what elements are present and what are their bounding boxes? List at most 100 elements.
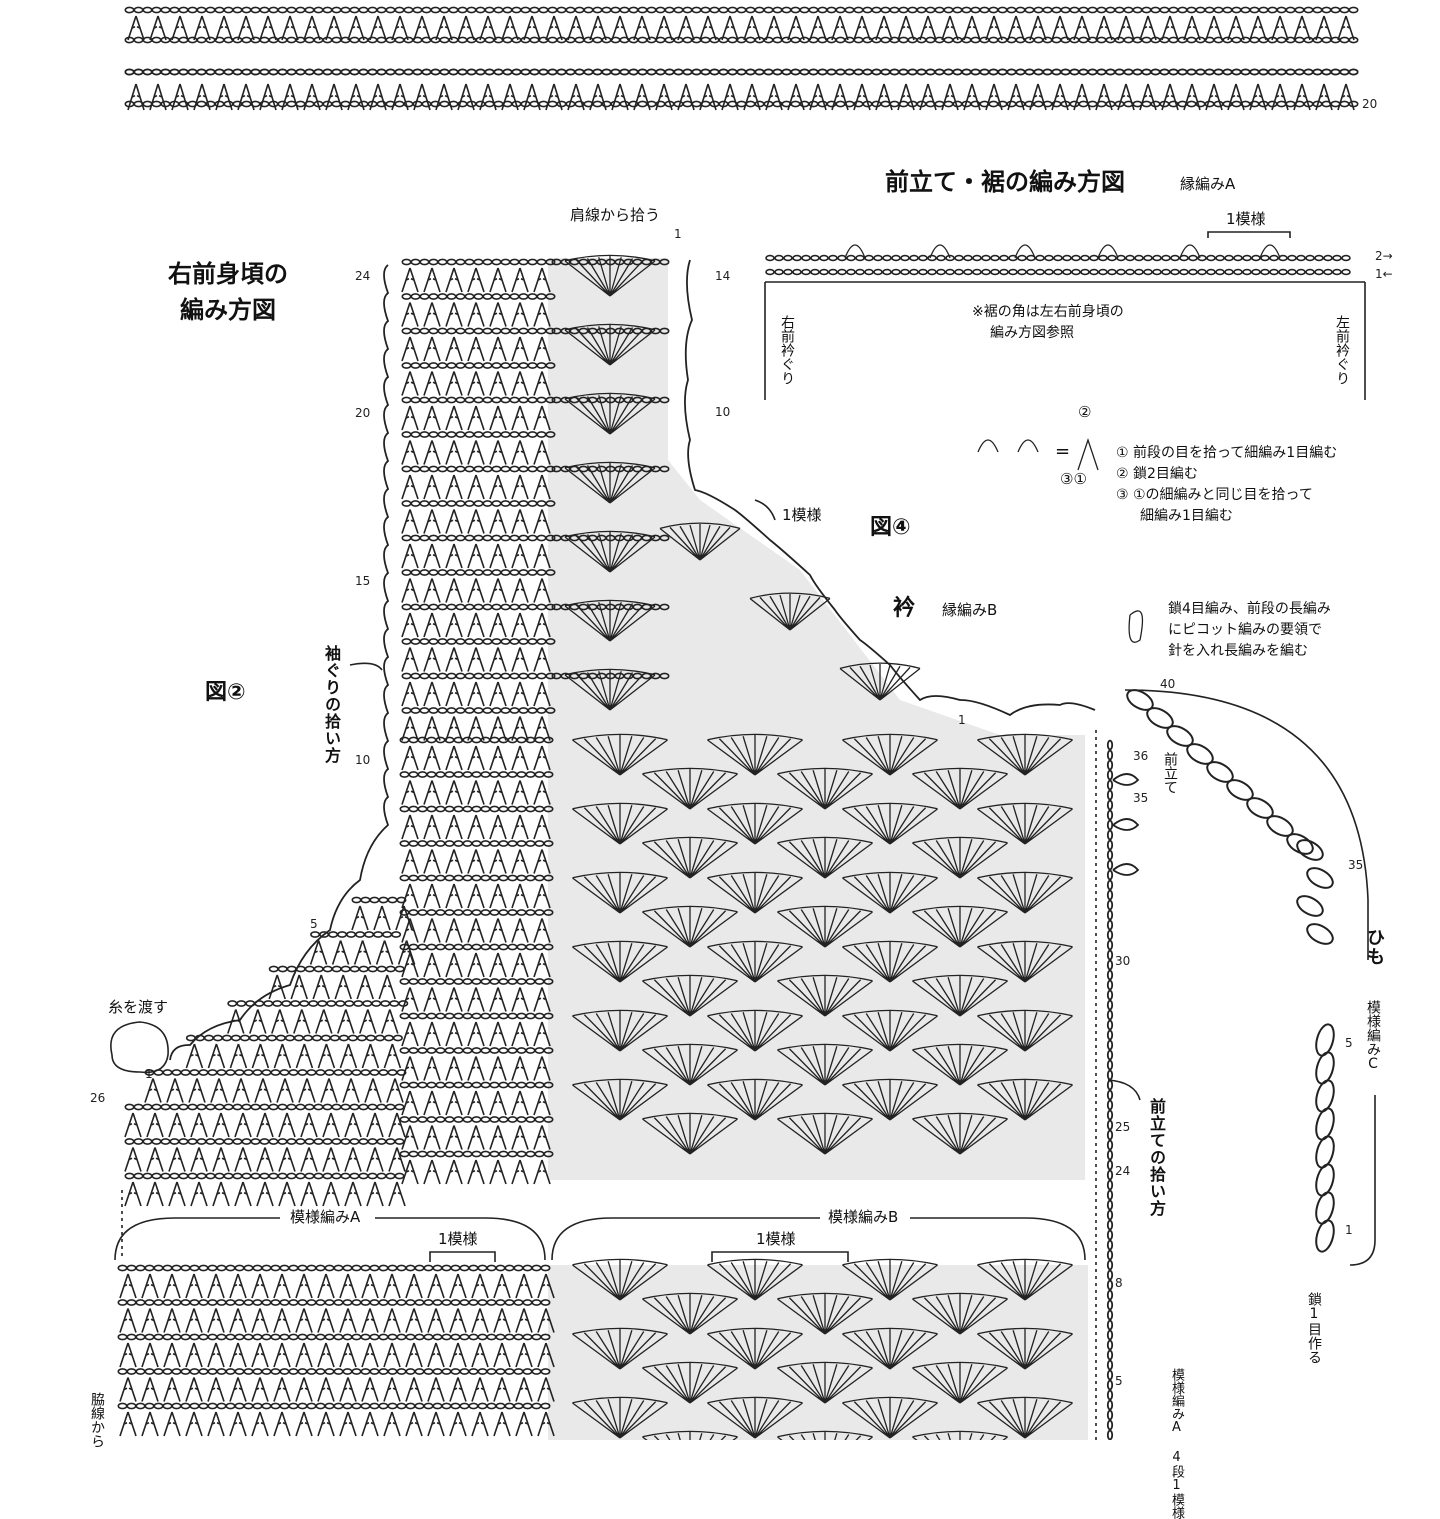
chain-stitch bbox=[772, 68, 783, 76]
chain-stitch bbox=[700, 6, 711, 14]
v-stitch bbox=[361, 1043, 380, 1069]
chain-stitch bbox=[349, 1103, 360, 1111]
chain-stitch bbox=[198, 1069, 209, 1076]
chain-stitch bbox=[408, 978, 419, 985]
band-chain bbox=[1106, 1229, 1114, 1241]
chain-stitch bbox=[655, 36, 666, 44]
tie-loop bbox=[1246, 797, 1274, 819]
chain-stitch bbox=[417, 1150, 428, 1158]
chain-stitch bbox=[1051, 68, 1062, 76]
chain-stitch bbox=[682, 68, 693, 76]
chain-stitch bbox=[1330, 100, 1341, 108]
chain-stitch bbox=[691, 100, 702, 108]
chain-stitch bbox=[385, 1172, 396, 1180]
chain-stitch bbox=[403, 36, 414, 44]
band-chain bbox=[1106, 1009, 1114, 1021]
chain-stitch bbox=[286, 1172, 297, 1180]
fan-stitch bbox=[572, 942, 668, 983]
v-stitch bbox=[215, 83, 233, 111]
v-stitch bbox=[445, 1125, 463, 1150]
v-stitch bbox=[256, 1181, 274, 1207]
band-picot-top bbox=[1014, 244, 1036, 259]
chain-stitch bbox=[459, 1299, 470, 1306]
chain-stitch bbox=[468, 1299, 479, 1306]
v-stitch bbox=[445, 780, 463, 805]
band-chain-top bbox=[1080, 268, 1090, 276]
chain-stitch bbox=[401, 534, 412, 542]
chain-stitch bbox=[320, 1034, 331, 1042]
chain-stitch bbox=[453, 978, 464, 985]
chain-stitch bbox=[1132, 68, 1143, 76]
chain-stitch bbox=[1186, 36, 1197, 44]
v-stitch bbox=[423, 1056, 441, 1081]
v-stitch bbox=[378, 974, 396, 1000]
chain-stitch bbox=[144, 1299, 155, 1306]
chain-stitch bbox=[223, 1103, 234, 1111]
chain-stitch bbox=[439, 36, 450, 44]
chain-stitch bbox=[410, 638, 421, 645]
chain-stitch bbox=[142, 1172, 153, 1180]
chain-stitch bbox=[315, 1069, 326, 1076]
chain-stitch bbox=[351, 1402, 362, 1410]
v-stitch bbox=[493, 1342, 511, 1368]
chain-stitch bbox=[410, 431, 421, 438]
chain-stitch bbox=[340, 1138, 351, 1145]
chain-stitch bbox=[435, 1150, 446, 1158]
chain-stitch bbox=[545, 258, 556, 266]
chain-stitch bbox=[387, 1264, 398, 1272]
row-number: 35 bbox=[1348, 858, 1364, 872]
chain-stitch bbox=[961, 36, 972, 44]
chain-stitch bbox=[772, 6, 783, 14]
chain-stitch bbox=[565, 68, 576, 76]
chain-stitch bbox=[207, 1264, 218, 1272]
chain-stitch bbox=[446, 707, 457, 714]
v-stitch bbox=[721, 83, 739, 111]
chain-stitch bbox=[462, 1081, 473, 1089]
chain-stitch bbox=[446, 638, 457, 645]
fan-top bbox=[642, 1112, 738, 1120]
chain-stitch bbox=[545, 362, 556, 369]
chain-stitch bbox=[799, 36, 810, 44]
v-stitch bbox=[388, 1181, 406, 1207]
chain-stitch bbox=[412, 6, 423, 14]
chain-stitch bbox=[534, 909, 545, 916]
chain-stitch bbox=[1024, 36, 1035, 44]
chain-stitch bbox=[1231, 68, 1242, 76]
band-chain bbox=[1106, 1109, 1114, 1121]
chain-stitch bbox=[655, 68, 666, 76]
chain-stitch bbox=[529, 68, 540, 76]
chain-stitch bbox=[808, 68, 819, 76]
chain-stitch bbox=[462, 978, 473, 985]
v-stitch bbox=[985, 15, 1003, 41]
band-picot-top bbox=[929, 244, 951, 259]
chain-stitch bbox=[277, 965, 288, 973]
chain-stitch bbox=[378, 1402, 389, 1410]
chain-stitch bbox=[423, 1299, 434, 1306]
chain-stitch bbox=[500, 534, 511, 542]
chain-stitch bbox=[378, 1264, 389, 1272]
chain-stitch bbox=[369, 1299, 380, 1306]
chain-stitch bbox=[507, 771, 518, 778]
v-stitch bbox=[317, 1308, 335, 1333]
chain-stitch bbox=[500, 396, 511, 404]
v-stitch bbox=[467, 716, 485, 741]
chain-stitch bbox=[500, 638, 511, 645]
chain-stitch bbox=[525, 909, 536, 916]
v-stitch bbox=[344, 1147, 362, 1172]
fan-stitch bbox=[977, 804, 1073, 845]
chain-stitch bbox=[439, 6, 450, 14]
chain-stitch bbox=[507, 1047, 518, 1054]
v-stitch bbox=[369, 83, 387, 111]
chain-stitch bbox=[232, 68, 243, 76]
chain-stitch bbox=[500, 258, 511, 266]
v-stitch bbox=[413, 83, 431, 111]
chain-stitch bbox=[1168, 36, 1179, 44]
band-chain bbox=[1106, 1239, 1114, 1251]
band-chain-top bbox=[1314, 254, 1324, 262]
chain-stitch bbox=[198, 1333, 209, 1341]
chain-stitch bbox=[358, 1138, 369, 1145]
fan-stitch bbox=[842, 1398, 938, 1439]
chain-stitch bbox=[871, 68, 882, 76]
tie-loop bbox=[1146, 707, 1174, 729]
v-stitch bbox=[479, 83, 497, 111]
